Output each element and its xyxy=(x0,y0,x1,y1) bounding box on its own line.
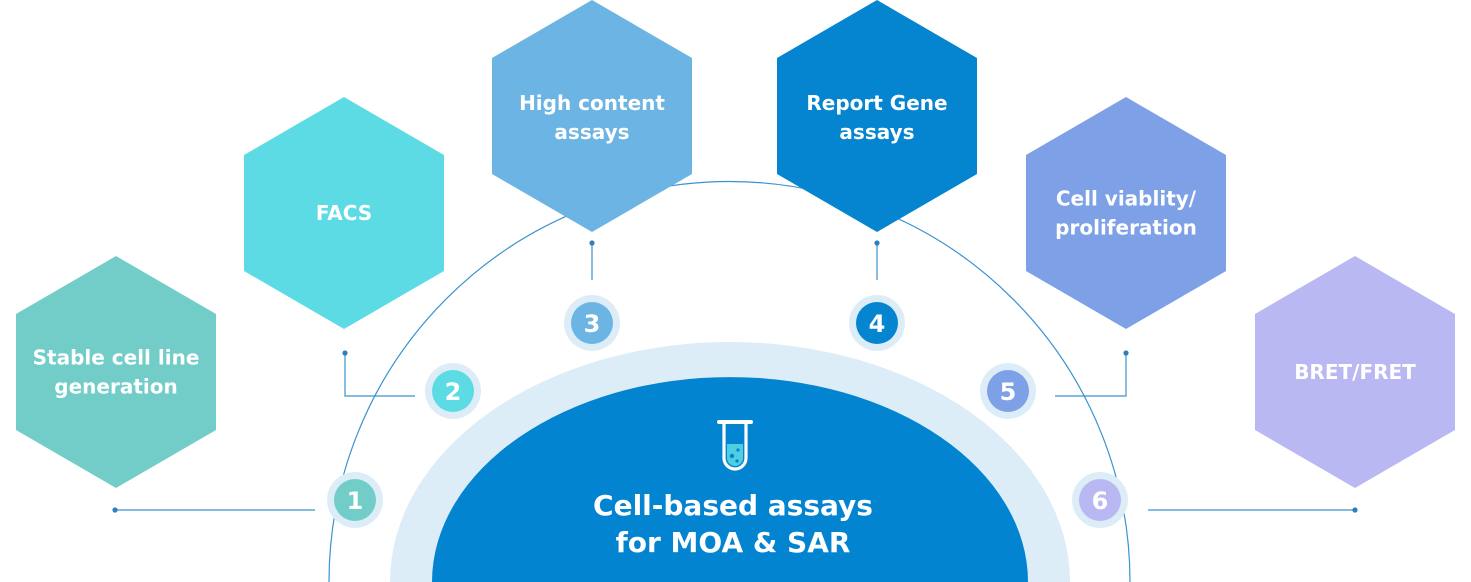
step-3-label-line-2: assays xyxy=(554,120,629,144)
center-dome xyxy=(432,377,1028,582)
step-1-label-line-1: Stable cell line xyxy=(33,346,200,370)
step-4-badge xyxy=(856,302,898,344)
step-3-label-line-1: High content xyxy=(519,91,665,115)
step-5-hexagon xyxy=(1026,97,1226,329)
outer-arc xyxy=(328,180,1131,582)
step-2-badge xyxy=(432,370,474,412)
step-5-number: 5 xyxy=(1000,378,1017,406)
step-6-label-line-1: BRET/FRET xyxy=(1294,360,1416,384)
step-2-hexagon xyxy=(244,97,444,329)
step-4-label-line-2: assays xyxy=(839,120,914,144)
step-5-badge xyxy=(987,370,1029,412)
step-3-hexagon xyxy=(492,0,692,232)
hexagons: Stable cell line generation FACS High conte… xyxy=(16,0,1455,488)
step-6-number: 6 xyxy=(1092,487,1109,515)
center-title-line-1: Cell-based assays xyxy=(593,489,873,522)
step-3-badge xyxy=(571,302,613,344)
step-1-number: 1 xyxy=(347,487,364,515)
step-1-badge xyxy=(334,479,376,521)
step-4-label-line-1: Report Gene xyxy=(806,91,947,115)
step-2-label-line-1: FACS xyxy=(316,201,372,225)
step-4-number: 4 xyxy=(869,310,886,338)
test-tube-icon xyxy=(717,420,753,471)
step-4-hexagon xyxy=(777,0,977,232)
connector-2 xyxy=(344,353,415,397)
step-1-hexagon xyxy=(16,256,216,488)
step-2-number: 2 xyxy=(445,378,462,406)
number-badges: 1 2 3 4 5 6 xyxy=(327,295,1128,528)
connector-5 xyxy=(1055,353,1127,397)
step-5-label-line-1: Cell viablity/ xyxy=(1056,187,1197,211)
step-1-label-line-2: generation xyxy=(54,375,177,399)
step-6-badge xyxy=(1079,479,1121,521)
step-3-number: 3 xyxy=(584,310,601,338)
connectors xyxy=(115,243,1355,511)
step-5-label-line-2: proliferation xyxy=(1055,216,1197,240)
step-6-hexagon xyxy=(1255,256,1455,488)
center-title-line-2: for MOA & SAR xyxy=(616,526,851,559)
connector-dots xyxy=(112,240,1358,513)
